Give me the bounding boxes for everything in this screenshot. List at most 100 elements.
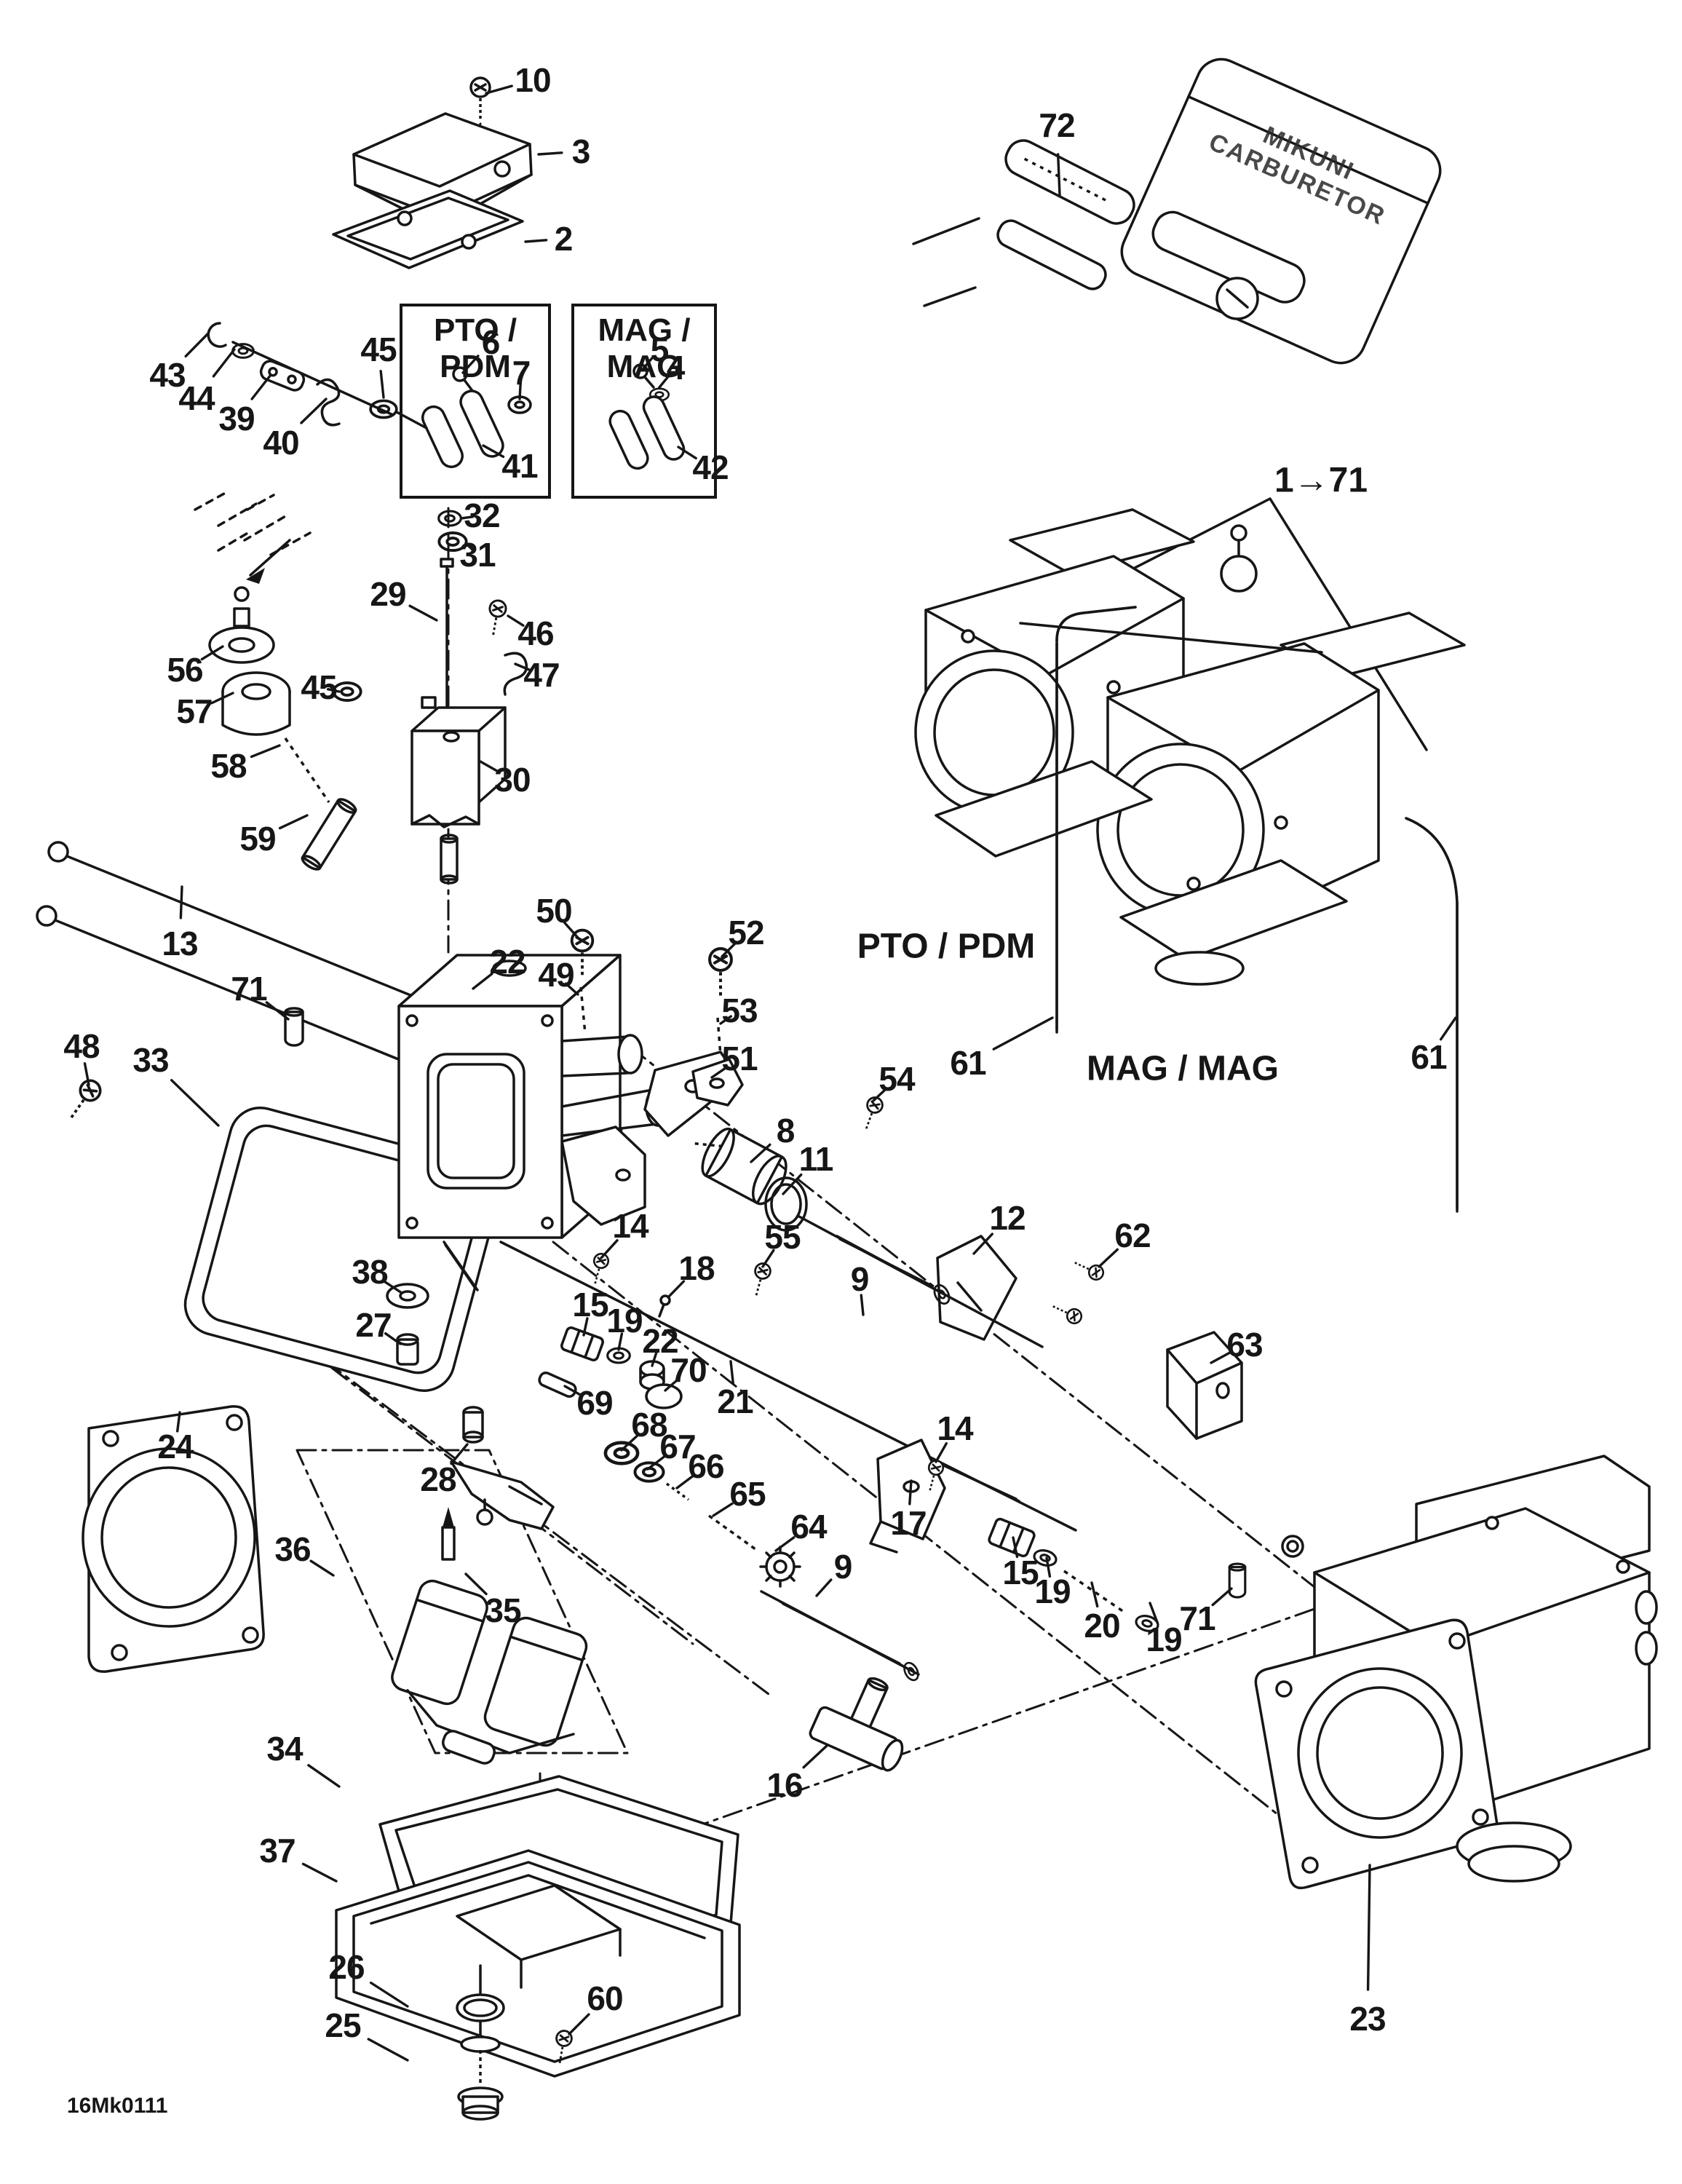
leader-line-69: [563, 1385, 583, 1397]
inset-box-pto---pdm: PTO / PDM: [400, 304, 551, 499]
callout-61: 61: [950, 1044, 986, 1082]
leader-line-19: [1149, 1602, 1159, 1625]
callout-46: 46: [517, 614, 554, 652]
leader-line-14: [935, 1441, 948, 1463]
leader-line-39: [250, 373, 272, 400]
leader-line-53: [719, 1015, 732, 1025]
leader-line-16: [802, 1744, 828, 1769]
leader-line-59: [278, 814, 309, 830]
callout-59: 59: [239, 820, 276, 858]
leader-line-56: [200, 645, 224, 661]
callout-19: 19: [1034, 1572, 1071, 1610]
callout-49: 49: [538, 956, 574, 994]
leader-line-41: [482, 444, 505, 459]
callout-52: 52: [728, 914, 764, 951]
callout-6: 6: [481, 323, 501, 361]
callout-72: 72: [1039, 106, 1075, 144]
callout-57: 57: [176, 692, 213, 730]
leader-line-5: [642, 357, 654, 370]
callout-20: 20: [1084, 1607, 1120, 1645]
callout-3: 3: [571, 132, 591, 170]
callout-42: 42: [692, 448, 729, 486]
callout-45: 45: [301, 668, 337, 706]
leader-line-6: [461, 355, 480, 374]
leader-line-24: [175, 1411, 181, 1433]
leader-line-28: [450, 1443, 469, 1465]
callout-48: 48: [63, 1027, 100, 1065]
callout-24: 24: [157, 1428, 194, 1465]
leader-line-46: [507, 614, 525, 627]
callout-23: 23: [1349, 2000, 1386, 2038]
inset-box-label: MAG / MAG: [598, 312, 691, 384]
callout-12: 12: [989, 1199, 1026, 1237]
leader-line-61: [1439, 1016, 1457, 1041]
leader-line-2: [524, 239, 548, 243]
callout-41: 41: [501, 447, 538, 485]
callout-22: 22: [642, 1322, 678, 1360]
callout-37: 37: [259, 1832, 295, 1870]
callout-71: 71: [231, 970, 267, 1008]
callout-13: 13: [162, 925, 198, 962]
leader-line-14: [600, 1239, 619, 1259]
leader-line-33: [170, 1079, 220, 1127]
leader-line-43: [184, 332, 210, 358]
callout-14: 14: [937, 1409, 973, 1447]
callout-15: 15: [1002, 1554, 1039, 1591]
callout-68: 68: [631, 1406, 667, 1444]
inset-box-mag---mag: MAG / MAG: [571, 304, 717, 499]
callout-17: 17: [890, 1504, 927, 1542]
leader-line-61: [992, 1016, 1054, 1051]
callout-31: 31: [459, 536, 496, 574]
leader-line-17: [908, 1479, 913, 1506]
leader-line-52: [721, 942, 737, 958]
callout-67: 67: [659, 1428, 696, 1465]
leader-line-58: [250, 744, 281, 759]
callout-65: 65: [729, 1475, 766, 1513]
leader-line-47: [514, 662, 531, 671]
callout-44: 44: [178, 379, 215, 417]
leader-line-27: [384, 1332, 402, 1345]
callout-29: 29: [370, 575, 406, 613]
assembly-label: PTO / PDM: [857, 927, 1036, 966]
callout-16: 16: [766, 1766, 803, 1804]
callout-26: 26: [328, 1948, 365, 1986]
leader-line-20: [1090, 1581, 1099, 1608]
leader-line-23: [1366, 1864, 1371, 1991]
leader-line-13: [179, 885, 183, 919]
leader-line-44: [212, 348, 236, 378]
leader-line-57: [210, 692, 234, 705]
callout-30: 30: [494, 761, 531, 799]
leader-line-21: [729, 1360, 734, 1385]
leader-line-60: [568, 2013, 590, 2035]
callout-18: 18: [678, 1249, 715, 1287]
callout-45: 45: [360, 331, 397, 368]
callout-10: 10: [515, 61, 551, 99]
leader-line-65: [712, 1502, 734, 1517]
leader-line-66: [675, 1474, 694, 1489]
leader-line-37: [301, 1862, 338, 1883]
callout-60: 60: [587, 1979, 623, 2017]
callout-15: 15: [572, 1286, 608, 1324]
callout-62: 62: [1114, 1216, 1151, 1254]
leader-line-38: [383, 1280, 403, 1294]
leader-line-29: [408, 604, 438, 622]
leader-line-67: [646, 1455, 666, 1471]
leader-line-51: [710, 1065, 729, 1079]
assembly-label: 1→71: [1274, 461, 1368, 500]
callout-9: 9: [833, 1548, 853, 1586]
leader-line-40: [300, 397, 328, 424]
leader-line-36: [309, 1559, 335, 1577]
callout-70: 70: [670, 1351, 707, 1389]
leader-line-3: [537, 151, 563, 156]
leader-line-64: [774, 1536, 796, 1552]
leader-line-26: [369, 1981, 409, 2008]
callout-21: 21: [717, 1382, 753, 1420]
leader-line-42: [677, 446, 697, 460]
callout-69: 69: [576, 1384, 613, 1422]
leader-line-34: [307, 1764, 341, 1788]
leader-line-71: [265, 1001, 290, 1021]
leader-line-45: [379, 370, 385, 399]
callout-36: 36: [274, 1530, 311, 1568]
